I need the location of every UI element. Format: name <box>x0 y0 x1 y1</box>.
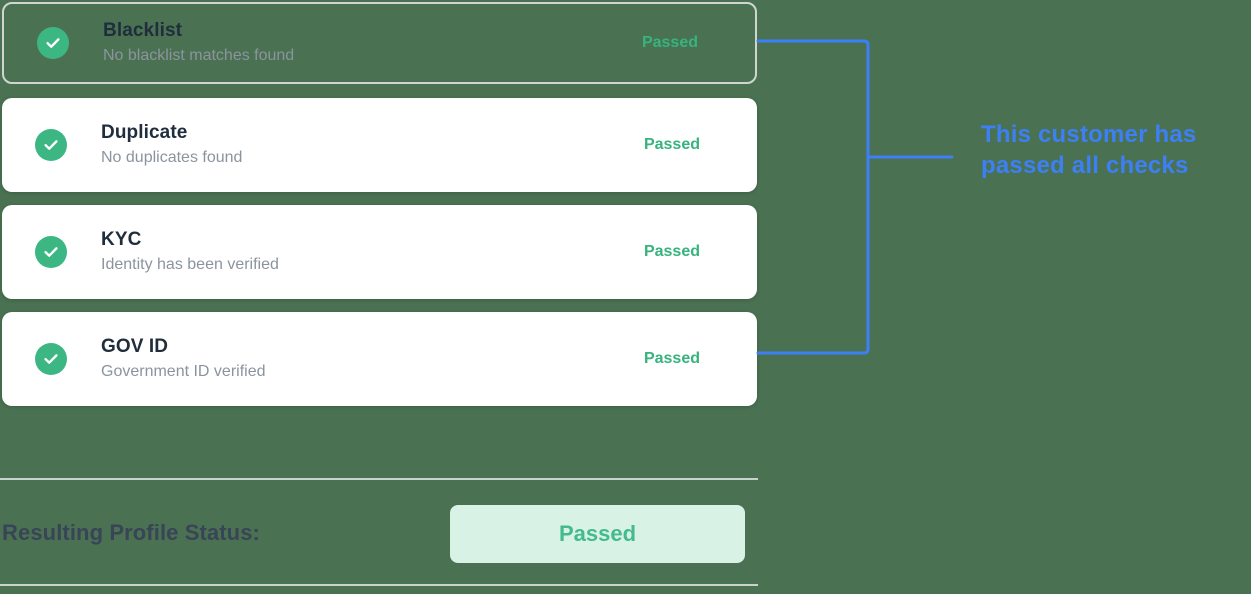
bracket-connector <box>756 39 954 355</box>
result-label: Resulting Profile Status: <box>2 520 260 545</box>
check-subtitle: Government ID verified <box>101 363 266 381</box>
check-card-text: Blacklist No blacklist matches found <box>103 19 642 68</box>
check-card-kyc[interactable]: KYC Identity has been verified Passed <box>2 205 757 299</box>
result-status-pill: Passed <box>450 505 745 563</box>
check-circle-icon <box>35 129 67 161</box>
check-title: GOV ID <box>101 335 169 357</box>
callout-line-2: passed all checks <box>981 152 1189 180</box>
result-status-text: Passed <box>558 521 637 546</box>
check-status-badge: Passed <box>641 34 698 51</box>
check-card-text: Duplicate No duplicates found <box>101 121 644 170</box>
divider-top <box>0 478 758 480</box>
divider-bottom <box>0 584 758 586</box>
check-subtitle: Identity has been verified <box>101 256 279 274</box>
check-circle-icon <box>37 27 69 59</box>
check-circle-icon <box>35 236 67 268</box>
check-status-badge: Passed <box>643 243 700 260</box>
check-card-blacklist[interactable]: Blacklist No blacklist matches found Pas… <box>2 2 757 84</box>
check-title: Duplicate <box>101 121 188 143</box>
callout-text: This customer has passed all checks <box>981 119 1236 181</box>
check-card-text: KYC Identity has been verified <box>101 228 644 277</box>
check-status-badge: Passed <box>643 136 700 153</box>
check-circle-icon <box>35 343 67 375</box>
check-title: Blacklist <box>103 19 183 41</box>
check-card-text: GOV ID Government ID verified <box>101 335 644 384</box>
check-subtitle: No duplicates found <box>101 149 243 167</box>
check-status-badge: Passed <box>643 350 700 367</box>
check-card-duplicate[interactable]: Duplicate No duplicates found Passed <box>2 98 757 192</box>
check-subtitle: No blacklist matches found <box>103 47 295 65</box>
check-card-gov-id[interactable]: GOV ID Government ID verified Passed <box>2 312 757 406</box>
check-title: KYC <box>101 228 142 250</box>
callout-line-1: This customer has <box>981 121 1197 148</box>
